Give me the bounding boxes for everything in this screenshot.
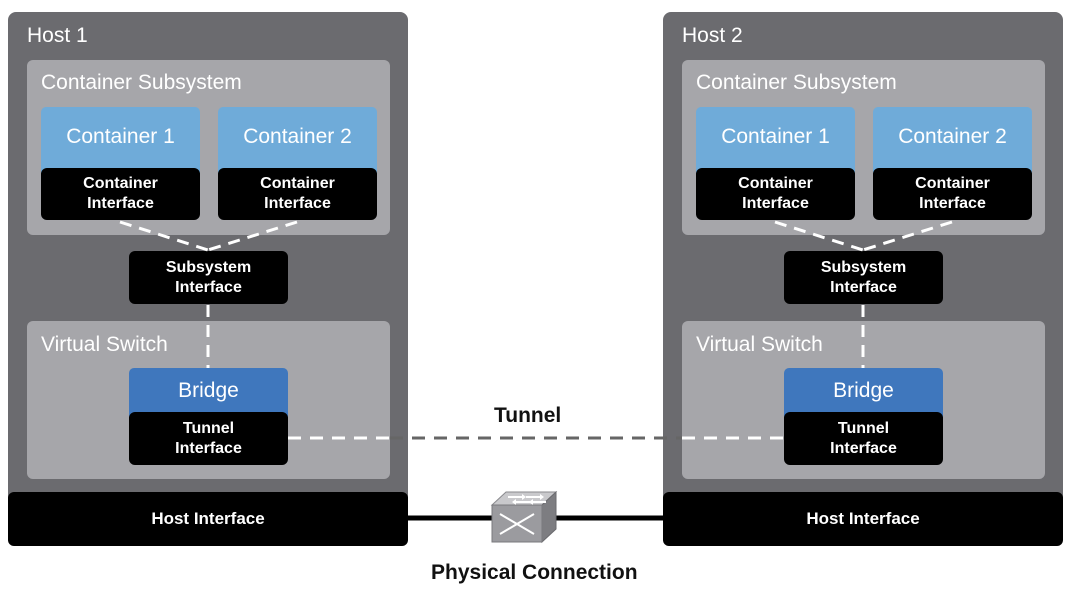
host-1-tunnel-interface: Tunnel Interface [129, 412, 288, 465]
host-1-title: Host 1 [27, 24, 88, 47]
host-1-virtual-switch-title: Virtual Switch [41, 333, 168, 356]
host-2-container-2: Container 2 [873, 107, 1032, 173]
host-2-subsystem-interface: Subsystem Interface [784, 251, 943, 304]
host-2-container-2-interface: Container Interface [873, 168, 1032, 220]
network-switch-icon [490, 490, 558, 544]
host-2-link-c2 [862, 220, 953, 252]
host-1-bridge: Bridge [129, 368, 288, 418]
physical-connection-label: Physical Connection [431, 561, 638, 584]
host-2-container-1: Container 1 [696, 107, 855, 173]
host-2-host-interface: Host Interface [663, 492, 1063, 546]
host-2-title: Host 2 [682, 24, 743, 47]
host-2-bridge: Bridge [784, 368, 943, 418]
host-1-link-c2 [207, 220, 298, 252]
host-1-host-interface: Host Interface [8, 492, 408, 546]
host-1-container-subsystem-title: Container Subsystem [41, 71, 242, 94]
host-1-container-2-interface: Container Interface [218, 168, 377, 220]
host-1-container-1-interface: Container Interface [41, 168, 200, 220]
host-2-link-c1 [774, 220, 864, 252]
host-1-container-1: Container 1 [41, 107, 200, 173]
host-2-virtual-switch-title: Virtual Switch [696, 333, 823, 356]
tunnel-label: Tunnel [494, 404, 562, 427]
host-1-subsystem-interface: Subsystem Interface [129, 251, 288, 304]
host-2-tunnel-interface: Tunnel Interface [784, 412, 943, 465]
host-2-container-1-interface: Container Interface [696, 168, 855, 220]
host-2-container-subsystem-title: Container Subsystem [696, 71, 897, 94]
host-1-link-c1 [119, 220, 209, 252]
host-1-container-2: Container 2 [218, 107, 377, 173]
